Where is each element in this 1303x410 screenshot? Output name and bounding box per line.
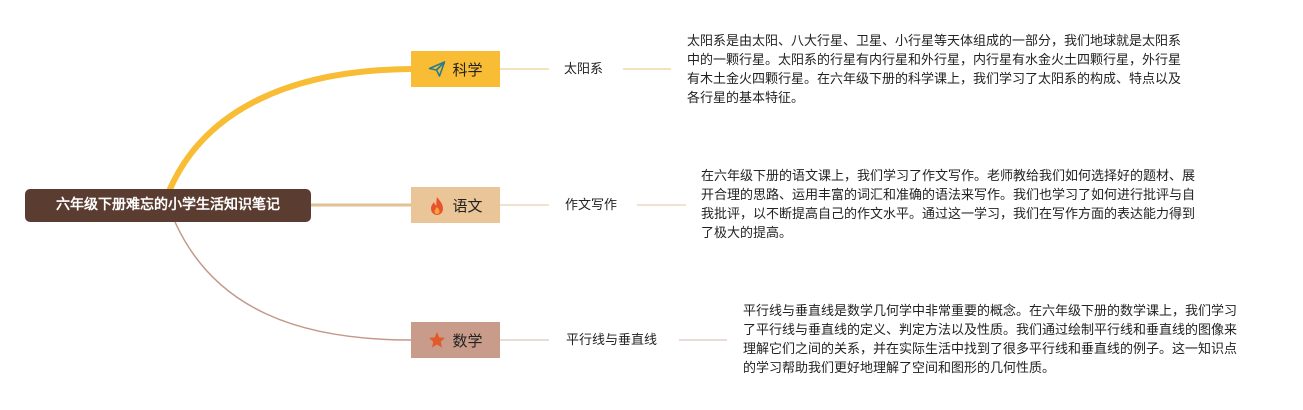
link-root-to-math: [174, 221, 412, 341]
branch-label-science: 科学: [452, 60, 483, 79]
topic-science[interactable]: 太阳系: [564, 62, 604, 77]
note-math[interactable]: 平行线与垂直线是数学几何学中非常重要的概念。在六年级下册的数学课上，我们学习了平…: [743, 304, 1238, 376]
branch-node-science[interactable]: 科学: [411, 51, 500, 87]
root-node[interactable]: 六年级下册难忘的小学生活知识笔记: [25, 189, 311, 222]
topic-chinese[interactable]: 作文写作: [565, 198, 618, 213]
branch-node-math[interactable]: 数学: [411, 322, 500, 358]
star-icon: [428, 331, 446, 349]
branch-label-chinese: 语文: [452, 196, 483, 215]
note-science[interactable]: 太阳系是由太阳、八大行星、卫星、小行星等天体组成的一部分，我们地球就是太阳系中的…: [687, 34, 1182, 106]
branch-label-math: 数学: [452, 331, 483, 350]
branch-node-chinese[interactable]: 语文: [411, 187, 500, 223]
paper-plane-icon: [428, 60, 446, 78]
note-chinese[interactable]: 在六年级下册的语文课上，我们学习了作文写作。老师教给我们如何选择好的题材、展开合…: [701, 169, 1196, 241]
flame-icon: [428, 196, 446, 215]
topic-math[interactable]: 平行线与垂直线: [566, 333, 658, 348]
link-root-to-science: [167, 66, 414, 192]
